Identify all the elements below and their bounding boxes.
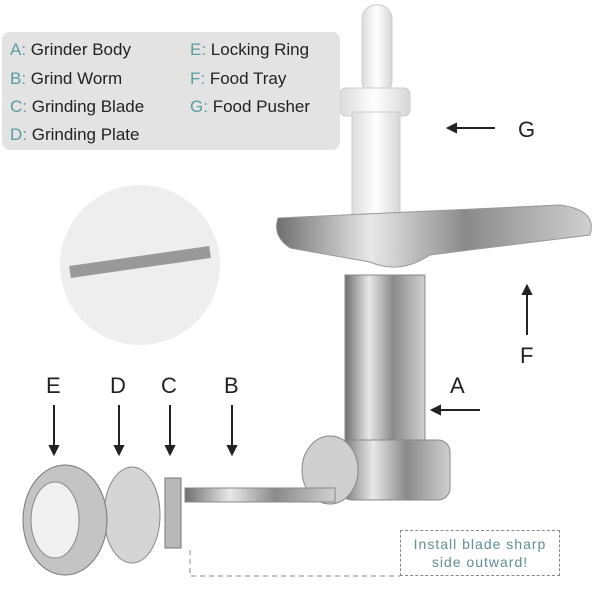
grinder-body bbox=[344, 274, 426, 466]
grinding-plate bbox=[103, 466, 161, 564]
callout-f: F bbox=[520, 343, 534, 368]
grinding-blade bbox=[164, 477, 182, 549]
legend-item-b: B: Grind Worm bbox=[10, 69, 123, 88]
legend-item-d: D: Grinding Plate bbox=[10, 125, 140, 144]
note-line-2: side outward! bbox=[431, 554, 529, 570]
food-pusher bbox=[339, 4, 411, 223]
legend-item-c: C: Grinding Blade bbox=[10, 97, 145, 116]
legend-item-g: G: Food Pusher bbox=[190, 97, 311, 116]
callout-a: A bbox=[450, 373, 465, 398]
note-connector bbox=[189, 550, 400, 577]
legend-item-a: A: Grinder Body bbox=[10, 40, 131, 59]
callout-arrows bbox=[48, 122, 533, 457]
note-line-1: Install blade sharp bbox=[413, 536, 547, 552]
legend-item-e: E: Locking Ring bbox=[190, 40, 310, 59]
callout-c: C bbox=[161, 373, 177, 398]
grind-worm bbox=[184, 487, 336, 503]
install-note: Install blade sharp side outward! bbox=[400, 530, 560, 576]
food-tray bbox=[276, 204, 592, 268]
callout-e: E bbox=[46, 373, 61, 398]
legend-item-f: F: Food Tray bbox=[190, 69, 287, 88]
callout-b: B bbox=[224, 373, 239, 398]
parts-legend: A: Grinder Body B: Grind Worm C: Grindin… bbox=[2, 32, 340, 150]
callout-g: G bbox=[518, 117, 536, 142]
callout-d: D bbox=[110, 373, 126, 398]
